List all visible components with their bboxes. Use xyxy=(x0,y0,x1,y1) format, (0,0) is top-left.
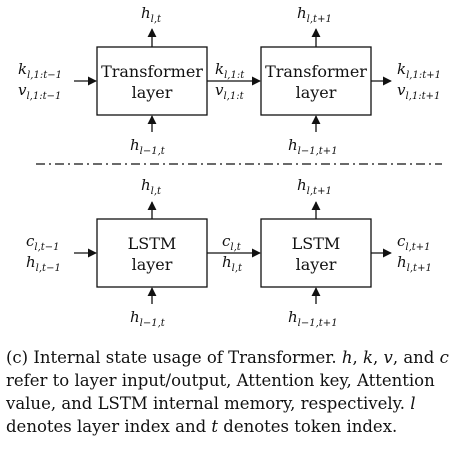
lstm-box-1-subtitle: layer xyxy=(132,255,173,274)
label-top-in-2: hl−1,t+1 xyxy=(288,136,338,157)
label-top-out-1: hl,t xyxy=(141,4,162,25)
lstm-box-2-subtitle: layer xyxy=(296,255,337,274)
transformer-box-1-subtitle: layer xyxy=(132,83,173,102)
label-top-right-k: kl,1:t+1 xyxy=(397,60,441,81)
label-top-mid-v: vl,1:t xyxy=(215,81,245,102)
transformer-box-2-title: Transformer xyxy=(265,62,367,81)
label-bottom-left-c: cl,t−1 xyxy=(26,232,60,253)
label-top-left-v: vl,1:t−1 xyxy=(18,81,61,102)
lstm-layer-box-1 xyxy=(96,218,208,288)
label-bottom-in-2: hl−1,t+1 xyxy=(288,308,338,329)
label-bottom-out-2: hl,t+1 xyxy=(297,176,332,197)
label-bottom-out-1: hl,t xyxy=(141,176,162,197)
label-top-left-k: kl,1:t−1 xyxy=(18,60,62,81)
transformer-box-2-subtitle: layer xyxy=(296,83,337,102)
label-bottom-left-h: hl,t−1 xyxy=(26,253,61,274)
label-top-mid-k: kl,1:t xyxy=(215,60,245,81)
figure-caption: (c) Internal state usage of Transformer.… xyxy=(6,348,449,436)
transformer-layer-box-2 xyxy=(260,46,372,116)
label-bottom-right-c: cl,t+1 xyxy=(397,232,431,253)
transformer-layer-box-1 xyxy=(96,46,208,116)
label-bottom-in-1: hl−1,t xyxy=(130,308,166,329)
label-top-in-1: hl−1,t xyxy=(130,136,166,157)
lstm-box-2-title: LSTM xyxy=(292,234,341,253)
label-bottom-right-h: hl,t+1 xyxy=(397,253,432,274)
lstm-box-1-title: LSTM xyxy=(128,234,177,253)
architecture-diagram: Transformer layer Transformer layer hl,t… xyxy=(18,4,442,329)
lstm-layer-box-2 xyxy=(260,218,372,288)
label-bottom-mid-h: hl,t xyxy=(222,253,243,274)
label-top-right-v: vl,1:t+1 xyxy=(397,81,440,102)
label-bottom-mid-c: cl,t xyxy=(222,232,242,253)
transformer-box-1-title: Transformer xyxy=(101,62,203,81)
label-top-out-2: hl,t+1 xyxy=(297,4,332,25)
